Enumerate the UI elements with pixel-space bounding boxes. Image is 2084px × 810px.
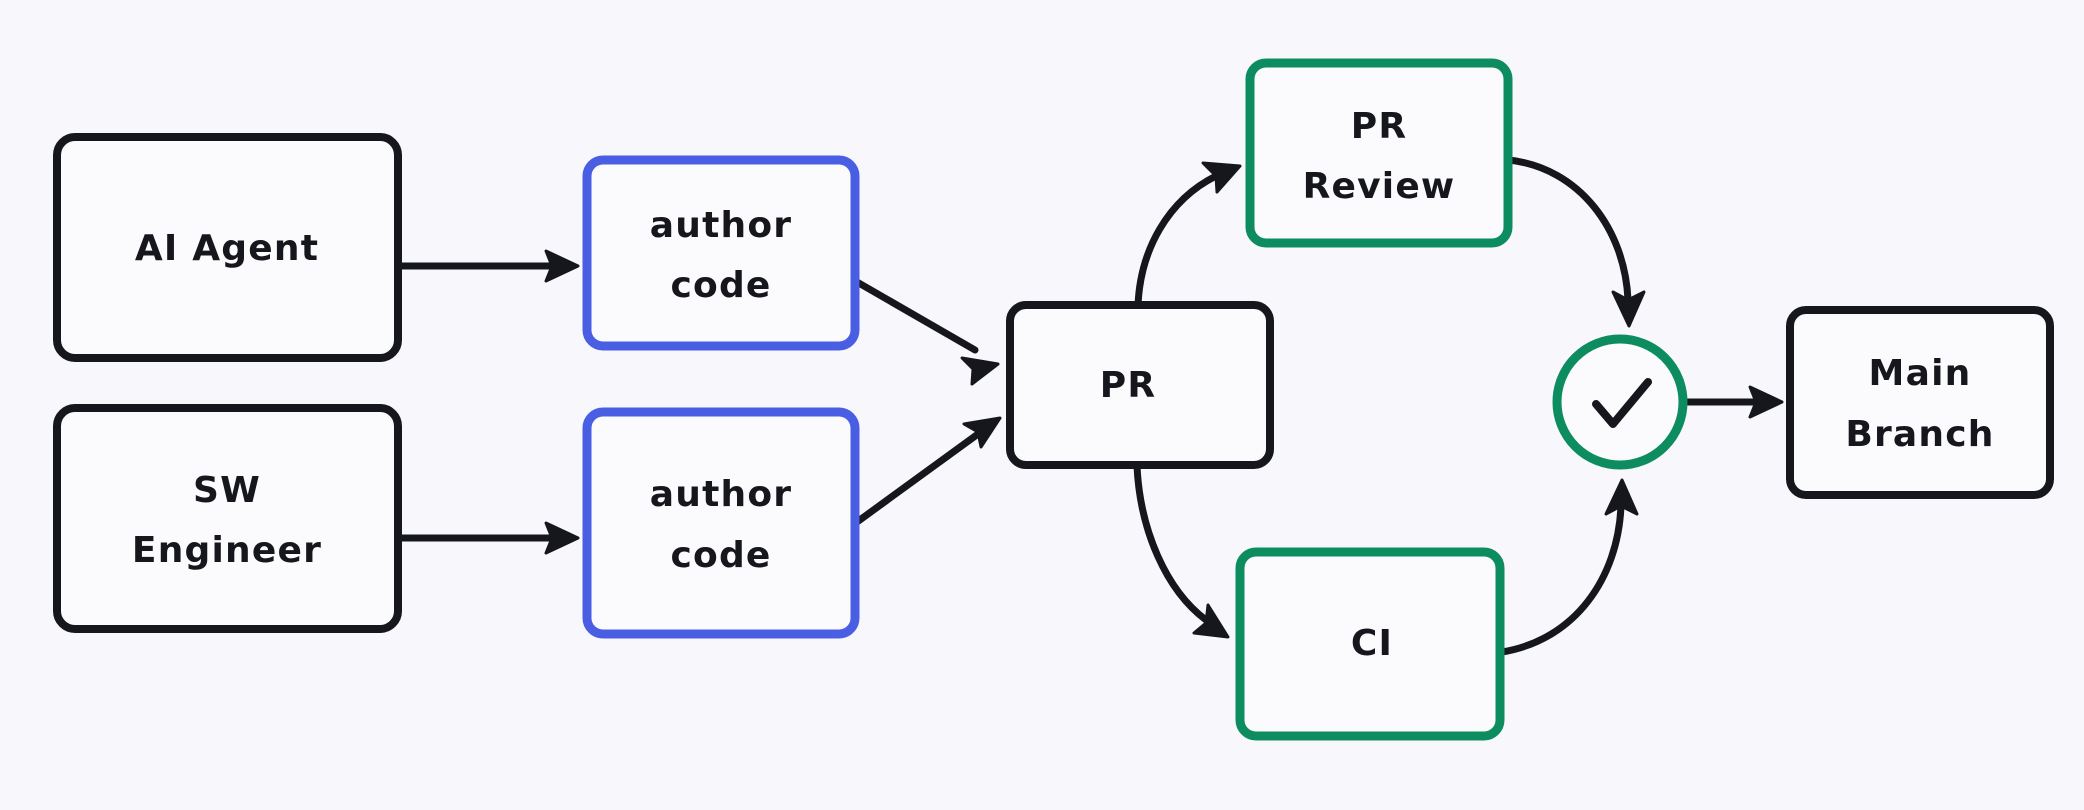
arrowhead-icon [1201, 161, 1242, 194]
merge-check-circle[interactable] [1552, 334, 1688, 470]
edge-author-code-top-to-pr [853, 278, 1000, 386]
edge-author-code-bottom-to-pr [853, 416, 1002, 526]
node-pr-box[interactable] [1006, 301, 1274, 469]
node-ci-box[interactable] [1235, 547, 1505, 741]
node-sw-engineer-label-line1: SW [193, 470, 261, 511]
node-main-branch-label-line1: Main [1869, 353, 1972, 394]
arrowhead-icon [544, 249, 580, 283]
edge-ci-to-merge-check [1498, 478, 1639, 656]
node-pr[interactable]: PR [1006, 301, 1274, 469]
edge-pr-review-to-merge-check [1505, 156, 1646, 328]
node-pr-review-label-line2: Review [1303, 166, 1456, 207]
node-author-code-top-box[interactable] [582, 155, 860, 351]
node-ci-label: CI [1351, 623, 1393, 664]
node-main-branch-box[interactable] [1786, 306, 2054, 499]
node-pr-review-label-line1: PR [1351, 106, 1408, 147]
node-author-code-bottom-label-line2: code [670, 535, 771, 576]
node-author-code-bottom-box[interactable] [582, 407, 860, 639]
arrowhead-icon [1748, 385, 1784, 419]
node-ci[interactable]: CI [1235, 547, 1505, 741]
node-author-code-bottom[interactable]: author code [582, 407, 860, 639]
edge-ai-agent-to-author-code [394, 249, 580, 283]
node-sw-engineer-label-line2: Engineer [132, 530, 322, 571]
arrowhead-icon [962, 416, 1002, 449]
node-main-branch[interactable]: Main Branch [1786, 306, 2054, 499]
node-author-code-top-label-line2: code [670, 265, 771, 306]
node-author-code-top[interactable]: author code [582, 155, 860, 351]
arrowhead-icon [1604, 478, 1639, 516]
node-sw-engineer[interactable]: SW Engineer [53, 404, 402, 633]
node-pr-review[interactable]: PR Review [1245, 58, 1513, 248]
node-pr-label: PR [1100, 365, 1157, 406]
node-sw-engineer-box[interactable] [53, 404, 402, 633]
edge-pr-to-ci [1133, 462, 1230, 639]
node-ai-agent-box[interactable] [53, 133, 402, 362]
node-pr-review-box[interactable] [1245, 58, 1513, 248]
check-icon [1592, 378, 1652, 428]
node-ai-agent[interactable]: AI Agent [53, 133, 402, 362]
arrowhead-icon [1192, 603, 1230, 639]
edge-pr-to-pr-review [1134, 161, 1242, 310]
arrowhead-icon [960, 356, 1000, 386]
node-main-branch-label-line2: Branch [1845, 414, 1994, 455]
node-ai-agent-label: AI Agent [135, 228, 319, 269]
node-author-code-bottom-label-line1: author [650, 474, 792, 515]
node-author-code-top-label-line1: author [650, 205, 792, 246]
node-merge-check[interactable] [1552, 334, 1688, 470]
arrowhead-icon [1611, 290, 1646, 328]
arrowhead-icon [544, 521, 580, 555]
edge-merge-check-to-main-branch [1679, 385, 1784, 419]
edge-sw-engineer-to-author-code [394, 521, 580, 555]
